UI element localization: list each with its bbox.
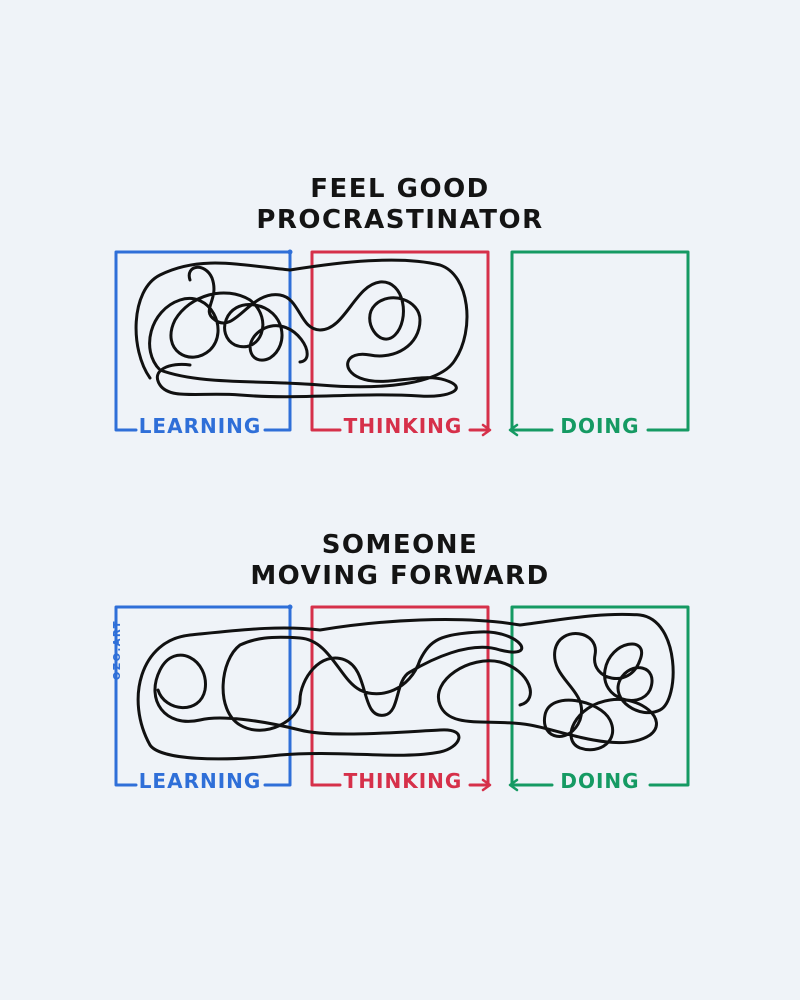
panel-1-diagram: LEARNING THINKING DOING [114,249,690,438]
panel-2-learning-end-dot [287,604,293,610]
panel-2-doing-arrow-head [508,778,519,792]
watermark-text: OZO.ART [112,620,123,680]
panel-1-doing-label: DOING [560,414,639,438]
panel-1-doing-arrow-head [508,423,519,437]
panel-2-thinking-box [310,605,490,787]
panel-1-title: FEEL GOOD PROCRASTINATOR [0,174,800,236]
panel-2-thinking-label: THINKING [344,769,463,793]
panel-1-learning-end-dot [287,249,293,255]
panel-1-thinking-label: THINKING [344,414,463,438]
panel-1-learning-label: LEARNING [139,414,262,438]
panel-2-title: SOMEONE MOVING FORWARD [0,530,800,592]
panel-2-diagram: LEARNING OZO.ART THINKING DOING [112,604,690,793]
panel-2-learning-label: LEARNING [139,769,262,793]
panel-2-title-line-1: SOMEONE [321,530,479,560]
panel-2-doing-box [510,605,690,787]
panel-1-doing-box [510,250,690,432]
panel-2-doing-label: DOING [560,769,639,793]
panel-1-title-line-2: PROCRASTINATOR [256,205,544,235]
panel-1-learning-box [114,250,292,432]
panel-2-learning-box [114,605,292,787]
panel-2-title-line-2: MOVING FORWARD [250,561,550,591]
panel-1-thinking-arrow-head [481,423,492,437]
panel-1-thinking-box [310,250,490,432]
panel-2-scribble-path [136,612,675,761]
panel-2-thinking-arrow-head [481,778,492,792]
panel-1-scribble-path [134,258,469,399]
panel-1-title-line-1: FEEL GOOD [310,174,490,204]
